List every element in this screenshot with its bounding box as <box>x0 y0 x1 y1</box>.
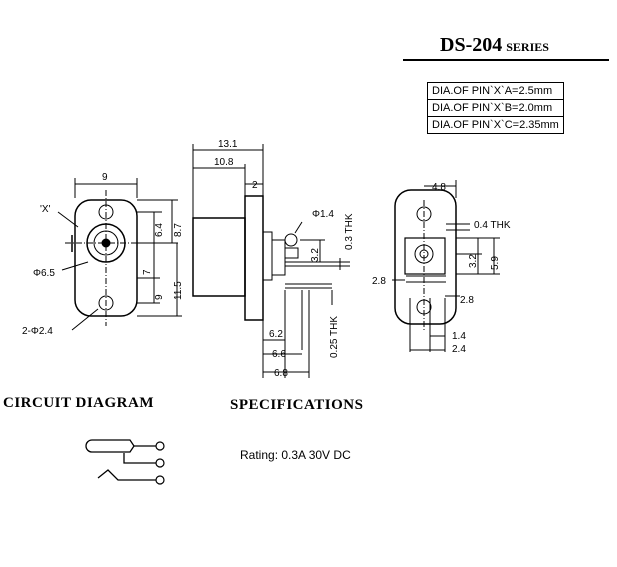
front-dim-6-4: 6.4 <box>154 223 165 237</box>
front-dim-7: 7 <box>142 269 153 275</box>
side-dim-13-1: 13.1 <box>218 139 238 150</box>
rear-view <box>392 180 500 352</box>
circuit-symbol <box>85 439 165 485</box>
side-dim-3-2: 3.2 <box>310 248 321 262</box>
front-dim-11-5: 11.5 <box>173 281 184 300</box>
pin-row-b: DIA.OF PIN`X`B=2.0mm <box>427 99 564 117</box>
pin-c-spec: DIA.OF PIN`X`C=2.35mm <box>427 116 564 134</box>
front-dim-8-7: 8.7 <box>173 223 184 237</box>
side-dim-6-8: 6.8 <box>274 368 288 379</box>
title-underline <box>403 59 609 61</box>
front-view <box>57 178 182 331</box>
side-thk-0-25: 0.25 THK <box>329 316 340 358</box>
side-thk-0-3: 0.3 THK <box>344 213 355 250</box>
specifications-heading: SPECIFICATIONS <box>230 397 364 413</box>
circuit-diagram-heading: CIRCUIT DIAGRAM <box>3 395 154 411</box>
rear-dim-1-4: 1.4 <box>452 331 466 342</box>
front-width-label: 9 <box>102 172 108 183</box>
side-dim-6-2: 6.2 <box>269 329 283 340</box>
rear-thk-0-4: 0.4 THK <box>474 220 511 231</box>
series-suffix: SERIES <box>506 40 549 54</box>
front-dim-9: 9 <box>154 294 165 300</box>
side-dia-1-4: Φ1.4 <box>312 209 334 220</box>
rear-dim-5-9: 5.9 <box>490 256 501 270</box>
rear-dim-2-4: 2.4 <box>452 344 466 355</box>
rear-dim-4-8: 4.8 <box>432 182 446 193</box>
pin-x-label: 'X' <box>40 204 51 215</box>
rear-dim-2-8-left: 2.8 <box>372 276 386 287</box>
pin-diameter-table: DIA.OF PIN`X`A=2.5mm DIA.OF PIN`X`B=2.0m… <box>427 82 564 134</box>
front-holes-label: 2-Φ2.4 <box>22 326 53 337</box>
side-dim-6-6: 6.6 <box>272 349 286 360</box>
rating-text: Rating: 0.3A 30V DC <box>240 448 351 462</box>
side-dim-10-8: 10.8 <box>214 157 234 168</box>
model-name: DS-204 <box>440 34 503 56</box>
pin-row-c: DIA.OF PIN`X`C=2.35mm <box>427 116 564 134</box>
rear-dim-3-2: 3.2 <box>468 254 479 268</box>
rear-dim-2-8-right: 2.8 <box>460 295 474 306</box>
side-dim-2: 2 <box>252 180 258 191</box>
pin-b-spec: DIA.OF PIN`X`B=2.0mm <box>427 99 564 117</box>
front-dia-6-5: Φ6.5 <box>33 268 55 279</box>
side-view <box>192 144 350 378</box>
